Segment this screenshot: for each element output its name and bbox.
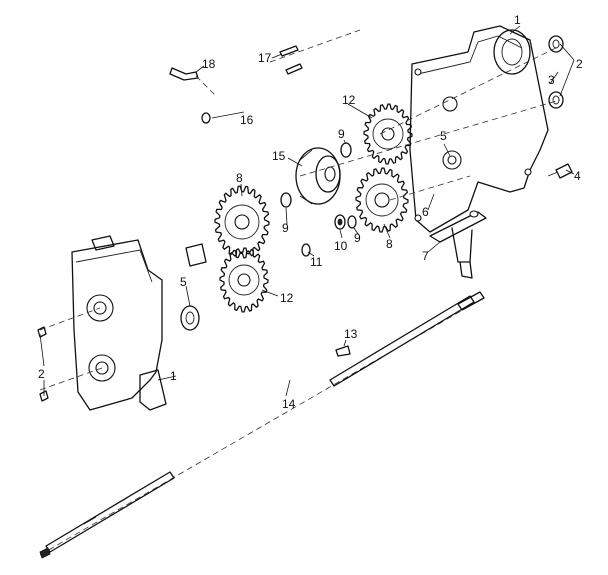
callout-9-b: 9 bbox=[338, 127, 345, 141]
callout-12-top: 12 bbox=[342, 93, 356, 107]
callout-4: 4 bbox=[574, 169, 581, 183]
spacer-10 bbox=[334, 214, 346, 230]
drive-shaft bbox=[39, 291, 485, 559]
seal-left-upper bbox=[37, 326, 47, 338]
seal-right-upper bbox=[548, 35, 564, 53]
gear-8-right bbox=[355, 167, 409, 233]
shift-lever-7 bbox=[429, 210, 487, 279]
fitting-4 bbox=[547, 163, 573, 179]
right-case-half bbox=[299, 25, 561, 233]
callout-18: 18 bbox=[202, 57, 216, 71]
callout-2-bottom: 2 bbox=[38, 367, 45, 381]
washer-9-a bbox=[280, 192, 292, 208]
pin-13 bbox=[335, 345, 351, 357]
callout-9-a: 9 bbox=[282, 221, 289, 235]
callout-14: 14 bbox=[282, 397, 296, 411]
gear-12-upper bbox=[363, 103, 413, 165]
callout-13: 13 bbox=[344, 327, 358, 341]
callout-15: 15 bbox=[272, 149, 286, 163]
callout-12-bottom: 12 bbox=[280, 291, 294, 305]
callout-9-c: 9 bbox=[354, 231, 361, 245]
leader-lines bbox=[39, 25, 575, 397]
callout-labels: 1 1 2 2 3 4 5 5 6 7 8 8 9 9 9 10 11 12 1… bbox=[38, 13, 583, 411]
callout-17: 17 bbox=[258, 51, 272, 65]
callout-8-right: 8 bbox=[386, 237, 393, 251]
callout-2-top: 2 bbox=[576, 57, 583, 71]
seal-right-lower bbox=[548, 91, 564, 109]
pin-16 bbox=[201, 112, 211, 124]
key-11 bbox=[301, 243, 311, 257]
callout-16: 16 bbox=[240, 113, 254, 127]
clip-18 bbox=[169, 67, 217, 97]
shaft-6 bbox=[389, 175, 471, 201]
hub-15 bbox=[295, 147, 341, 205]
callout-5-lower: 5 bbox=[180, 275, 187, 289]
washer-9-c bbox=[347, 215, 357, 229]
left-case-half bbox=[39, 235, 167, 411]
gear-12-lower bbox=[219, 247, 269, 313]
callout-7: 7 bbox=[422, 249, 429, 263]
washer-9-b bbox=[340, 142, 352, 158]
rod-17 bbox=[269, 29, 361, 75]
callout-3: 3 bbox=[548, 73, 555, 87]
callout-1-top: 1 bbox=[514, 13, 521, 27]
callout-1-bottom: 1 bbox=[170, 369, 177, 383]
callout-6: 6 bbox=[422, 205, 429, 219]
gear-8-left bbox=[214, 185, 270, 259]
callout-10: 10 bbox=[334, 239, 348, 253]
callout-5-upper: 5 bbox=[440, 129, 447, 143]
callout-11: 11 bbox=[310, 255, 323, 269]
callout-8-left: 8 bbox=[236, 171, 243, 185]
